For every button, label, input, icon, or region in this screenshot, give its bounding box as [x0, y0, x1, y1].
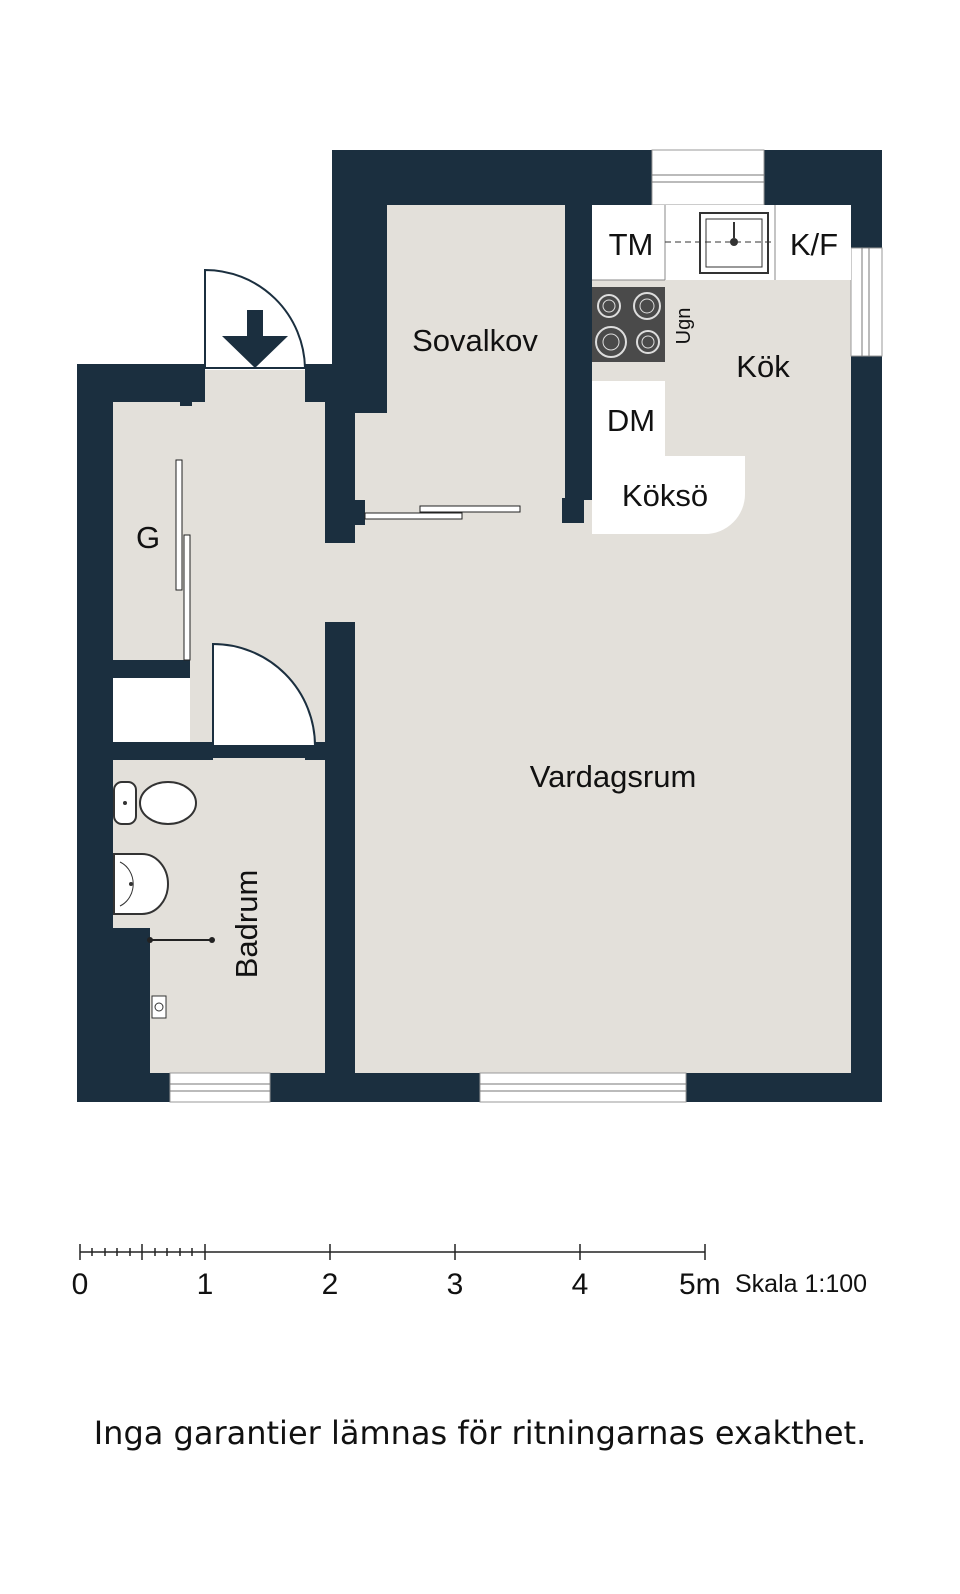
room-label-vardagsrum: Vardagsrum [530, 759, 697, 794]
scale-tick-1: 1 [197, 1268, 214, 1301]
interior-walls [113, 205, 592, 1076]
fixture-label-tm: TM [609, 227, 654, 262]
fixture-label-kokso: Köksö [622, 478, 708, 513]
fixture-label-kf: K/F [790, 227, 838, 262]
shower-curtain-rod [147, 937, 215, 943]
fixture-label-dm: DM [607, 403, 655, 438]
dishwasher-box [592, 381, 665, 456]
window-kitchen-right [850, 247, 883, 357]
scale-tick-5: 5m [679, 1268, 721, 1301]
fixture-label-ugn: Ugn [673, 308, 695, 345]
room-label-garderob: G [136, 520, 160, 555]
bathroom-door[interactable] [212, 642, 317, 747]
kitchen-island [592, 456, 745, 534]
scale-tick-2: 2 [322, 1268, 339, 1301]
entrance-arrow-icon [222, 310, 288, 368]
sink-icon [665, 212, 775, 274]
washbasin-icon [113, 853, 169, 915]
toilet-icon [113, 781, 197, 825]
scale-tick-3: 3 [447, 1268, 464, 1301]
scale-tick-4: 4 [572, 1268, 589, 1301]
window-bathroom [169, 1072, 271, 1103]
room-label-badrum: Badrum [229, 870, 264, 979]
closet-sliding-doors[interactable] [175, 459, 191, 661]
scale-label: Skala 1:100 [735, 1270, 867, 1298]
room-label-sovalkov: Sovalkov [412, 323, 538, 358]
alcove-sliding-doors[interactable] [364, 505, 521, 520]
stove-icon [592, 287, 665, 362]
disclaimer-text: Inga garantier lämnas för ritningarnas e… [94, 1414, 867, 1452]
room-label-kok: Kök [736, 349, 790, 384]
window-kitchen-top [651, 149, 765, 206]
storage-niche [113, 678, 190, 742]
scale-bar [79, 1244, 706, 1260]
scale-tick-0: 0 [72, 1268, 89, 1301]
shower-head-icon [151, 995, 167, 1019]
window-living-room [479, 1072, 687, 1103]
